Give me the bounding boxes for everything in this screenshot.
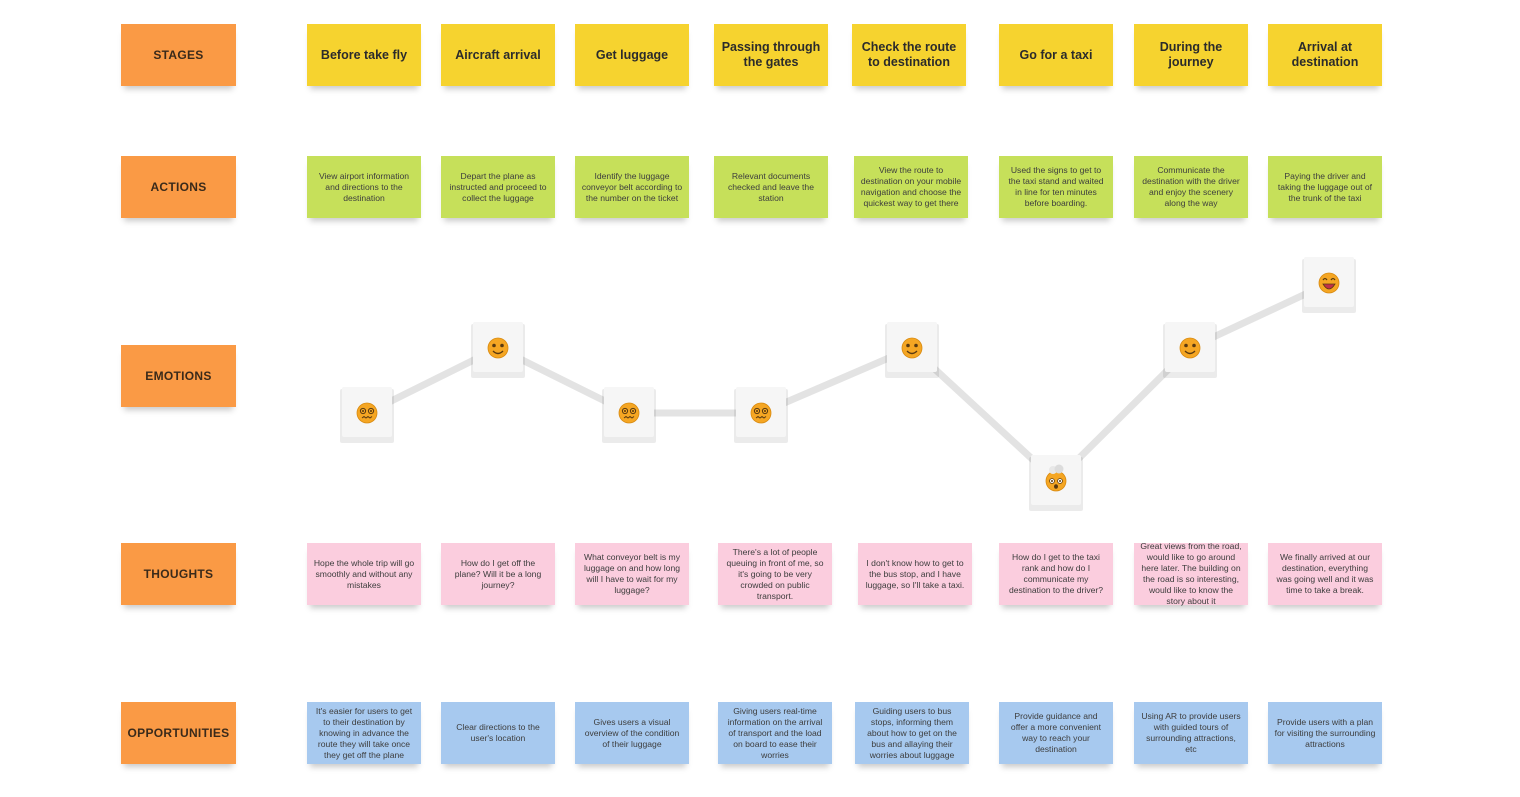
row-label-actions: ACTIONS bbox=[121, 156, 236, 218]
smiling-face-icon[interactable] bbox=[471, 322, 525, 378]
opportunity-note[interactable]: Guiding users to bus stops, informing th… bbox=[855, 702, 969, 764]
thought-note[interactable]: There's a lot of people queuing in front… bbox=[718, 543, 832, 605]
opportunity-note[interactable]: Using AR to provide users with guided to… bbox=[1134, 702, 1248, 764]
thought-note[interactable]: What conveyor belt is my luggage on and … bbox=[575, 543, 689, 605]
action-note[interactable]: Relevant documents checked and leave the… bbox=[714, 156, 828, 218]
dizzy-face-icon[interactable] bbox=[602, 387, 656, 443]
opportunity-note[interactable]: It's easier for users to get to their de… bbox=[307, 702, 421, 764]
smiling-face-icon[interactable] bbox=[1163, 322, 1217, 378]
stage-note[interactable]: Before take fly bbox=[307, 24, 421, 86]
opportunity-note[interactable]: Clear directions to the user's location bbox=[441, 702, 555, 764]
thought-note[interactable]: How do I get to the taxi rank and how do… bbox=[999, 543, 1113, 605]
action-note[interactable]: Paying the driver and taking the luggage… bbox=[1268, 156, 1382, 218]
opportunity-note[interactable]: Provide guidance and offer a more conven… bbox=[999, 702, 1113, 764]
action-note[interactable]: Used the signs to get to the taxi stand … bbox=[999, 156, 1113, 218]
row-label-emotions: EMOTIONS bbox=[121, 345, 236, 407]
row-label-opportunities: OPPORTUNITIES bbox=[121, 702, 236, 764]
stage-note[interactable]: Go for a taxi bbox=[999, 24, 1113, 86]
dizzy-face-icon[interactable] bbox=[734, 387, 788, 443]
emotion-line bbox=[365, 279, 1331, 485]
thought-note[interactable]: Hope the whole trip will go smoothly and… bbox=[307, 543, 421, 605]
stage-note[interactable]: During the journey bbox=[1134, 24, 1248, 86]
action-note[interactable]: Communicate the destination with the dri… bbox=[1134, 156, 1248, 218]
opportunity-note[interactable]: Gives users a visual overview of the con… bbox=[575, 702, 689, 764]
action-note[interactable]: Depart the plane as instructed and proce… bbox=[441, 156, 555, 218]
exploding-head-icon[interactable] bbox=[1029, 455, 1083, 511]
stage-note[interactable]: Passing through the gates bbox=[714, 24, 828, 86]
action-note[interactable]: Identify the luggage conveyor belt accor… bbox=[575, 156, 689, 218]
thought-note[interactable]: I don't know how to get to the bus stop,… bbox=[858, 543, 972, 605]
smiling-face-icon[interactable] bbox=[885, 322, 939, 378]
grinning-face-icon[interactable] bbox=[1302, 257, 1356, 313]
thought-note[interactable]: Great views from the road, would like to… bbox=[1134, 541, 1248, 606]
opportunity-note[interactable]: Giving users real-time information on th… bbox=[718, 702, 832, 764]
dizzy-face-icon[interactable] bbox=[340, 387, 394, 443]
action-note[interactable]: View the route to destination on your mo… bbox=[854, 156, 968, 218]
opportunity-note[interactable]: Provide users with a plan for visiting t… bbox=[1268, 702, 1382, 764]
action-note[interactable]: View airport information and directions … bbox=[307, 156, 421, 218]
stage-note[interactable]: Aircraft arrival bbox=[441, 24, 555, 86]
row-label-stages: STAGES bbox=[121, 24, 236, 86]
stage-note[interactable]: Arrival at destination bbox=[1268, 24, 1382, 86]
thought-note[interactable]: We finally arrived at our destination, e… bbox=[1268, 543, 1382, 605]
stage-note[interactable]: Check the route to destination bbox=[852, 24, 966, 86]
row-label-thoughts: THOUGHTS bbox=[121, 543, 236, 605]
thought-note[interactable]: How do I get off the plane? Will it be a… bbox=[441, 543, 555, 605]
stage-note[interactable]: Get luggage bbox=[575, 24, 689, 86]
